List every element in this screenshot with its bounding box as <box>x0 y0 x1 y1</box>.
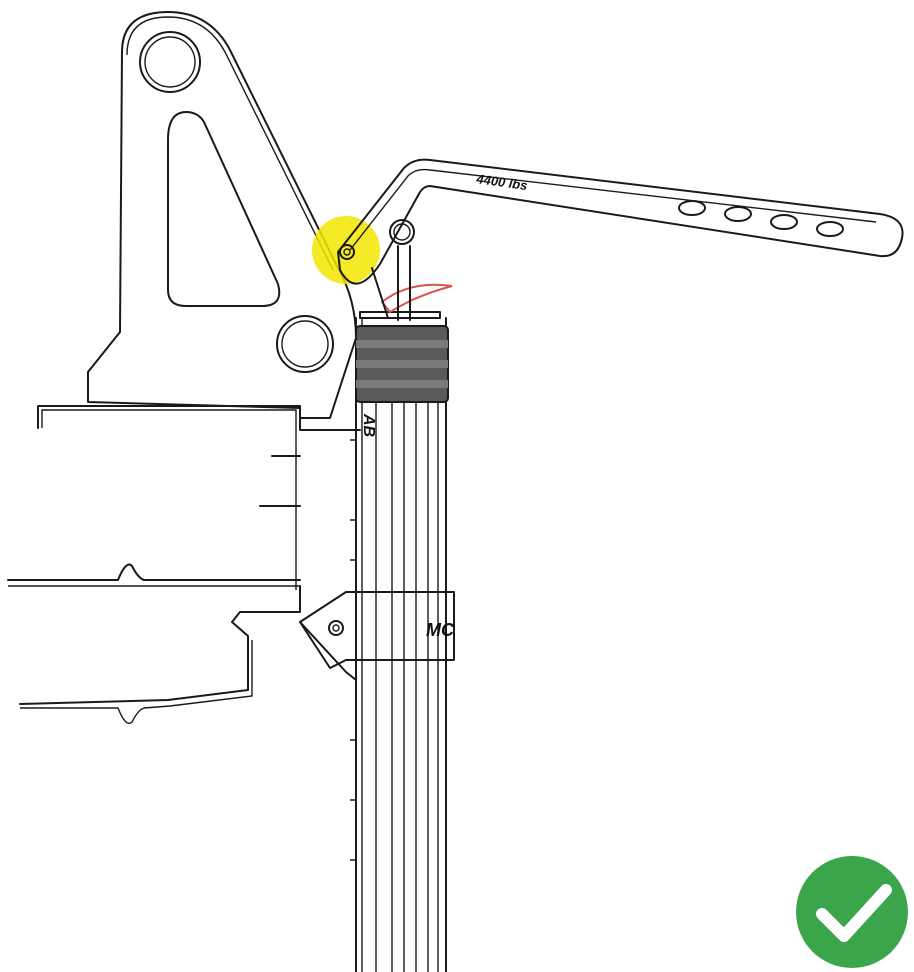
frame-profile <box>7 405 361 725</box>
lever-roller <box>389 219 415 245</box>
grip-sleeve <box>355 325 449 403</box>
checkmark-badge <box>796 856 908 968</box>
post-brand-upper: AB <box>360 413 377 437</box>
pivot-highlight <box>312 216 380 284</box>
vertical-post <box>350 311 447 972</box>
bracket-cutout <box>167 111 281 307</box>
lever-bar <box>337 158 904 321</box>
safety-pin <box>380 283 453 314</box>
lever-pivot-hole <box>339 244 355 260</box>
bracket-lower-hole <box>276 315 334 373</box>
bracket-upper-hole <box>139 31 201 93</box>
lever-hole-2 <box>724 206 752 222</box>
lever-hole-1 <box>678 200 706 216</box>
lever-hole-3 <box>770 214 798 230</box>
checkmark-icon <box>816 884 892 942</box>
post-clamp <box>299 591 455 681</box>
bracket-plate <box>87 11 357 419</box>
clamp-brand: MC <box>426 620 455 640</box>
lever-load-label: 4400 lbs <box>475 171 529 193</box>
clamp-pivot <box>328 620 344 636</box>
lever-hole-4 <box>816 221 844 237</box>
